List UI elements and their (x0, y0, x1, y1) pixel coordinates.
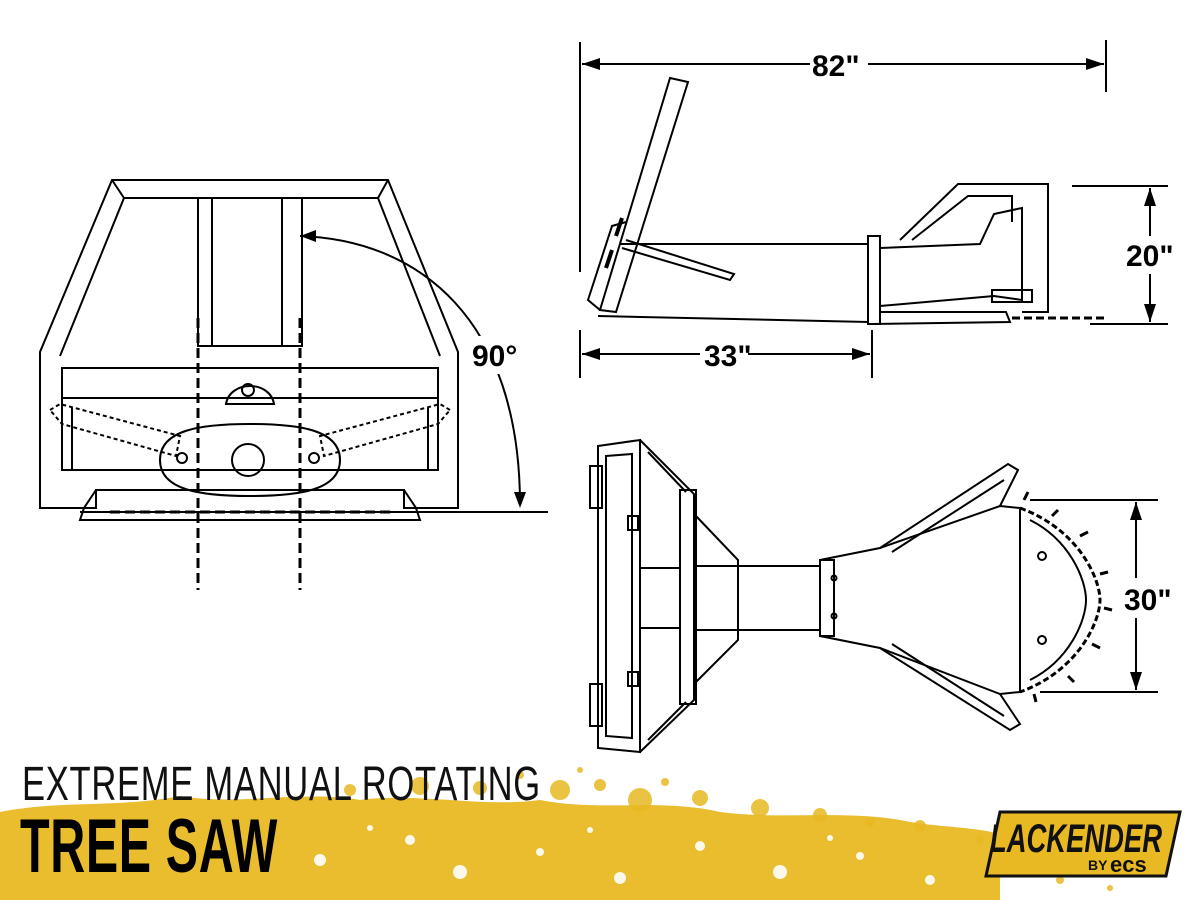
front-mast (197, 197, 303, 347)
frame-length-label: 33" (704, 340, 752, 373)
yellow-grunge-band (0, 767, 1113, 900)
front-view (39, 179, 548, 590)
front-housing-inner (59, 197, 441, 357)
angle-arc (299, 235, 521, 506)
angle-label: 90° (472, 340, 517, 373)
front-hub (231, 443, 265, 477)
side-saw-head (879, 206, 1023, 308)
top-mount-frame (597, 438, 641, 754)
front-right-arm (318, 402, 452, 458)
height-label: 20" (1126, 240, 1174, 273)
top-saw-blade (1019, 506, 1102, 694)
top-view (589, 438, 1158, 754)
logo-brand: LACKENDER (990, 817, 1162, 861)
blade-teeth (1022, 491, 1113, 703)
side-mount-plate (598, 76, 690, 314)
side-view (579, 40, 1168, 378)
front-hydraulic-lines (110, 318, 390, 590)
front-cross-beam (61, 367, 439, 399)
title-line-2: TREE SAW (20, 804, 278, 889)
front-hub-plate (158, 422, 342, 498)
front-left-arm (48, 402, 182, 458)
title-line-1: EXTREME MANUAL ROTATING (22, 756, 541, 810)
angle-label-bg (468, 336, 532, 374)
side-boom (597, 243, 869, 324)
top-boom (695, 565, 821, 631)
blade-diameter-label: 30" (1124, 584, 1172, 617)
logo-by: BY (1088, 857, 1108, 873)
front-housing-outer (39, 179, 459, 509)
lackender-logo: LACKENDER BY ecs (984, 810, 1182, 878)
overall-length-label: 82" (812, 50, 860, 83)
logo-sub: ecs (1110, 852, 1147, 877)
